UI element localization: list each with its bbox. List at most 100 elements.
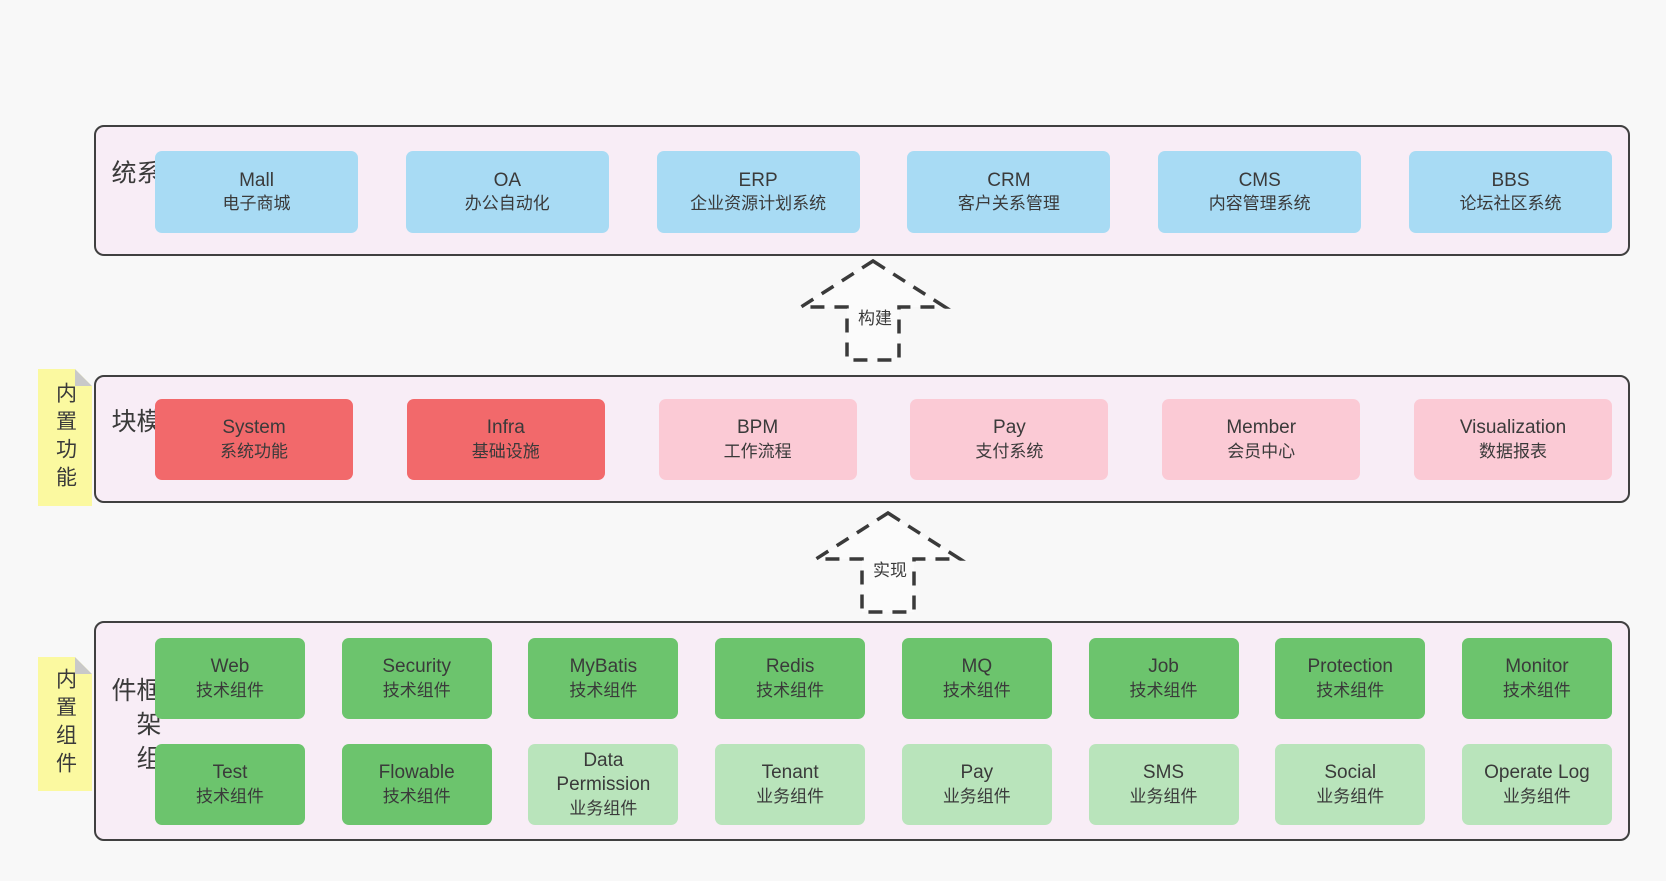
box-title: Monitor [1505,656,1569,678]
box-title: Redis [765,656,815,678]
box-subtitle: 业务组件 [1316,786,1385,806]
framework-component-box: Job 技术组件 [1088,638,1239,719]
box-subtitle: 技术组件 [196,680,264,700]
box-subtitle: 内容管理系统 [1208,194,1311,214]
business-system-box: OA 办公自动化 [405,151,609,233]
box-subtitle: 技术组件 [942,680,1011,700]
box-subtitle: 论坛社区系统 [1459,194,1562,214]
box-subtitle: 电子商城 [222,194,291,214]
box-subtitle: 会员中心 [1227,441,1296,461]
box-title: ERP [738,169,778,191]
box-subtitle: 技术组件 [382,680,451,700]
box-subtitle: 企业资源计划系统 [690,194,827,214]
box-title: System [222,417,286,439]
box-title: MQ [961,656,993,678]
framework-component-box: Protection 技术组件 [1275,638,1426,719]
box-subtitle: 技术组件 [1502,680,1571,700]
module-box: Visualization 数据报表 [1413,399,1612,480]
box-subtitle: 技术组件 [1316,680,1385,700]
builtin-components-tab-label: 内置组件 [53,668,77,780]
box-subtitle: 技术组件 [569,680,638,700]
box-subtitle: 业务组件 [1502,786,1571,806]
module-box: Infra 基础设施 [406,399,605,480]
box-title: Operate Log [1484,762,1590,784]
box-title: CMS [1238,169,1281,191]
business-system-box: CRM 客户关系管理 [907,151,1111,233]
business-system-box: Mall 电子商城 [155,151,358,233]
framework-component-box: Tenant 业务组件 [715,744,866,825]
box-title: Visualization [1459,417,1567,439]
framework-component-box: Pay 业务组件 [901,744,1052,825]
box-title: Social [1324,762,1377,784]
box-title: Security [382,656,452,678]
box-title: Data Permission [556,749,651,796]
framework-component-box: Redis 技术组件 [715,638,866,719]
builtin-features-tab-label: 内置功能 [53,381,77,494]
framework-component-box: Social 业务组件 [1275,744,1426,825]
box-subtitle: 业务组件 [569,799,638,819]
box-subtitle: 技术组件 [382,786,451,806]
box-title: CRM [987,169,1031,191]
business-system-box: ERP 企业资源计划系统 [656,151,860,233]
box-subtitle: 技术组件 [756,680,825,700]
box-title: Member [1226,417,1297,439]
box-title: Infra [486,417,525,439]
box-title: Mall [239,169,274,191]
band-framework-components: 框架组件 Web 技术组件 Security 技术组件 MyBatis 技术组件… [94,621,1630,841]
framework-component-box: Data Permission 业务组件 [528,744,679,825]
framework-component-box: Flowable 技术组件 [341,744,492,825]
box-title: Web [210,656,250,678]
box-subtitle: 数据报表 [1478,441,1547,461]
module-box: Member 会员中心 [1162,399,1361,480]
framework-component-box: MyBatis 技术组件 [528,638,679,719]
box-title: Pay [993,417,1026,439]
box-title: BBS [1491,169,1530,191]
band-framework-label: 框架组件 [108,677,161,779]
box-subtitle: 业务组件 [1129,786,1198,806]
box-subtitle: 业务组件 [756,786,825,806]
builtin-components-tab: 内置组件 [38,657,92,791]
framework-component-box: Security 技术组件 [341,638,492,719]
box-title: Tenant [761,762,819,784]
box-title: Test [212,762,248,784]
framework-boxes-row-2: Test 技术组件 Flowable 技术组件 Data Permission … [155,744,1612,825]
box-title: SMS [1142,762,1185,784]
build-arrow-label: 构建 [854,303,896,330]
box-subtitle: 支付系统 [975,441,1044,461]
module-box: BPM 工作流程 [658,399,857,480]
framework-component-box: SMS 业务组件 [1088,744,1239,825]
framework-component-box: Operate Log 业务组件 [1461,744,1612,825]
box-subtitle: 业务组件 [942,786,1011,806]
box-title: Job [1148,656,1179,678]
module-box: System 系统功能 [155,399,353,480]
build-arrow: 构建 [795,257,955,365]
box-subtitle: 办公自动化 [464,194,550,214]
framework-boxes-row-1: Web 技术组件 Security 技术组件 MyBatis 技术组件 Redi… [155,638,1612,719]
box-title: MyBatis [569,656,638,678]
box-title: Pay [960,762,994,784]
framework-component-box: Web 技术组件 [155,638,305,719]
framework-component-box: Test 技术组件 [155,744,305,825]
implement-arrow: 实现 [810,509,970,617]
box-title: Protection [1307,656,1393,678]
box-title: BPM [737,417,779,439]
box-subtitle: 技术组件 [1129,680,1198,700]
module-box: Pay 支付系统 [910,399,1109,480]
box-subtitle: 系统功能 [220,441,288,461]
business-system-box: CMS 内容管理系统 [1158,151,1362,233]
box-subtitle: 基础设施 [471,441,540,461]
box-subtitle: 客户关系管理 [957,194,1060,214]
framework-component-box: Monitor 技术组件 [1461,638,1612,719]
framework-component-box: MQ 技术组件 [901,638,1052,719]
band-business-systems: 业务系统 Mall 电子商城 OA 办公自动化 ERP 企业资源计划系统 CRM… [94,125,1630,256]
box-subtitle: 技术组件 [196,786,264,806]
builtin-features-tab: 内置功能 [38,369,92,506]
business-boxes-row: Mall 电子商城 OA 办公自动化 ERP 企业资源计划系统 CRM 客户关系… [155,151,1612,233]
box-title: Flowable [378,762,455,784]
box-subtitle: 工作流程 [723,441,792,461]
modules-boxes-row: System 系统功能 Infra 基础设施 BPM 工作流程 Pay 支付系统… [155,399,1612,480]
business-system-box: BBS 论坛社区系统 [1408,151,1612,233]
implement-arrow-label: 实现 [869,555,911,582]
box-title: OA [493,169,522,191]
